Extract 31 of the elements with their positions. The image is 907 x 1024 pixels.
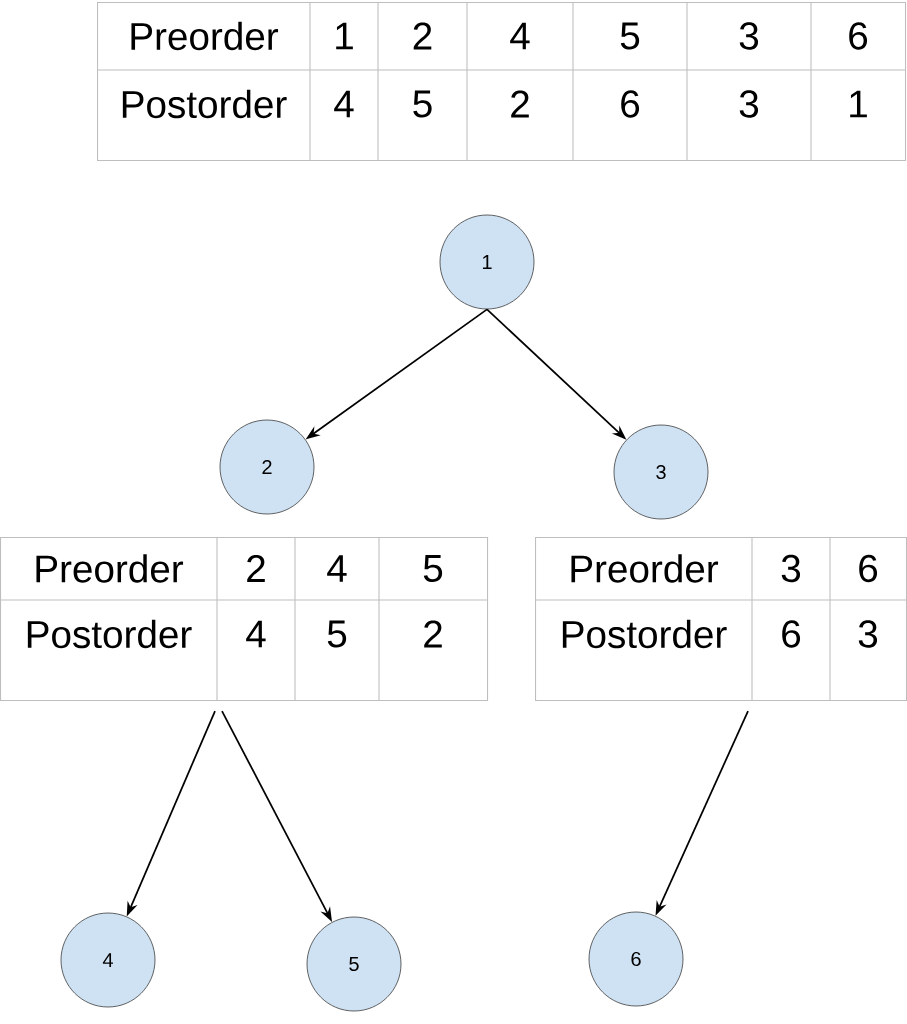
table-value: 4 bbox=[510, 22, 530, 50]
table-value: 5 bbox=[327, 620, 347, 648]
table bbox=[96, 1, 907, 162]
table-value: 3 bbox=[781, 554, 801, 583]
table-value: 3 bbox=[739, 22, 759, 50]
table-header: Preorder bbox=[36, 554, 184, 583]
table-value: 2 bbox=[511, 90, 529, 118]
table-value: 2 bbox=[413, 22, 432, 50]
table-header: Postorder bbox=[562, 619, 727, 649]
table-value: 3 bbox=[739, 90, 759, 118]
table bbox=[534, 536, 907, 702]
table-value: 6 bbox=[849, 22, 868, 50]
table-header: Postorder bbox=[122, 89, 287, 119]
table-value: 6 bbox=[859, 554, 878, 583]
table-value: 4 bbox=[327, 555, 347, 582]
table-value: 1 bbox=[336, 22, 353, 50]
table-value: 2 bbox=[247, 555, 265, 582]
table-header: Postorder bbox=[27, 619, 192, 649]
table-value: 5 bbox=[423, 555, 443, 582]
table-header: Preorder bbox=[571, 554, 719, 583]
table-value: 2 bbox=[424, 620, 442, 648]
table-value: 4 bbox=[334, 90, 354, 118]
table-value: 1 bbox=[850, 90, 867, 118]
table-header: Preorder bbox=[131, 21, 279, 51]
table bbox=[0, 536, 489, 702]
table-value: 4 bbox=[246, 620, 266, 648]
table-value: 6 bbox=[782, 620, 801, 648]
table-value: 3 bbox=[858, 620, 878, 648]
table-value: 5 bbox=[620, 22, 640, 50]
table-value: 6 bbox=[621, 90, 640, 118]
table-value: 5 bbox=[413, 90, 432, 118]
